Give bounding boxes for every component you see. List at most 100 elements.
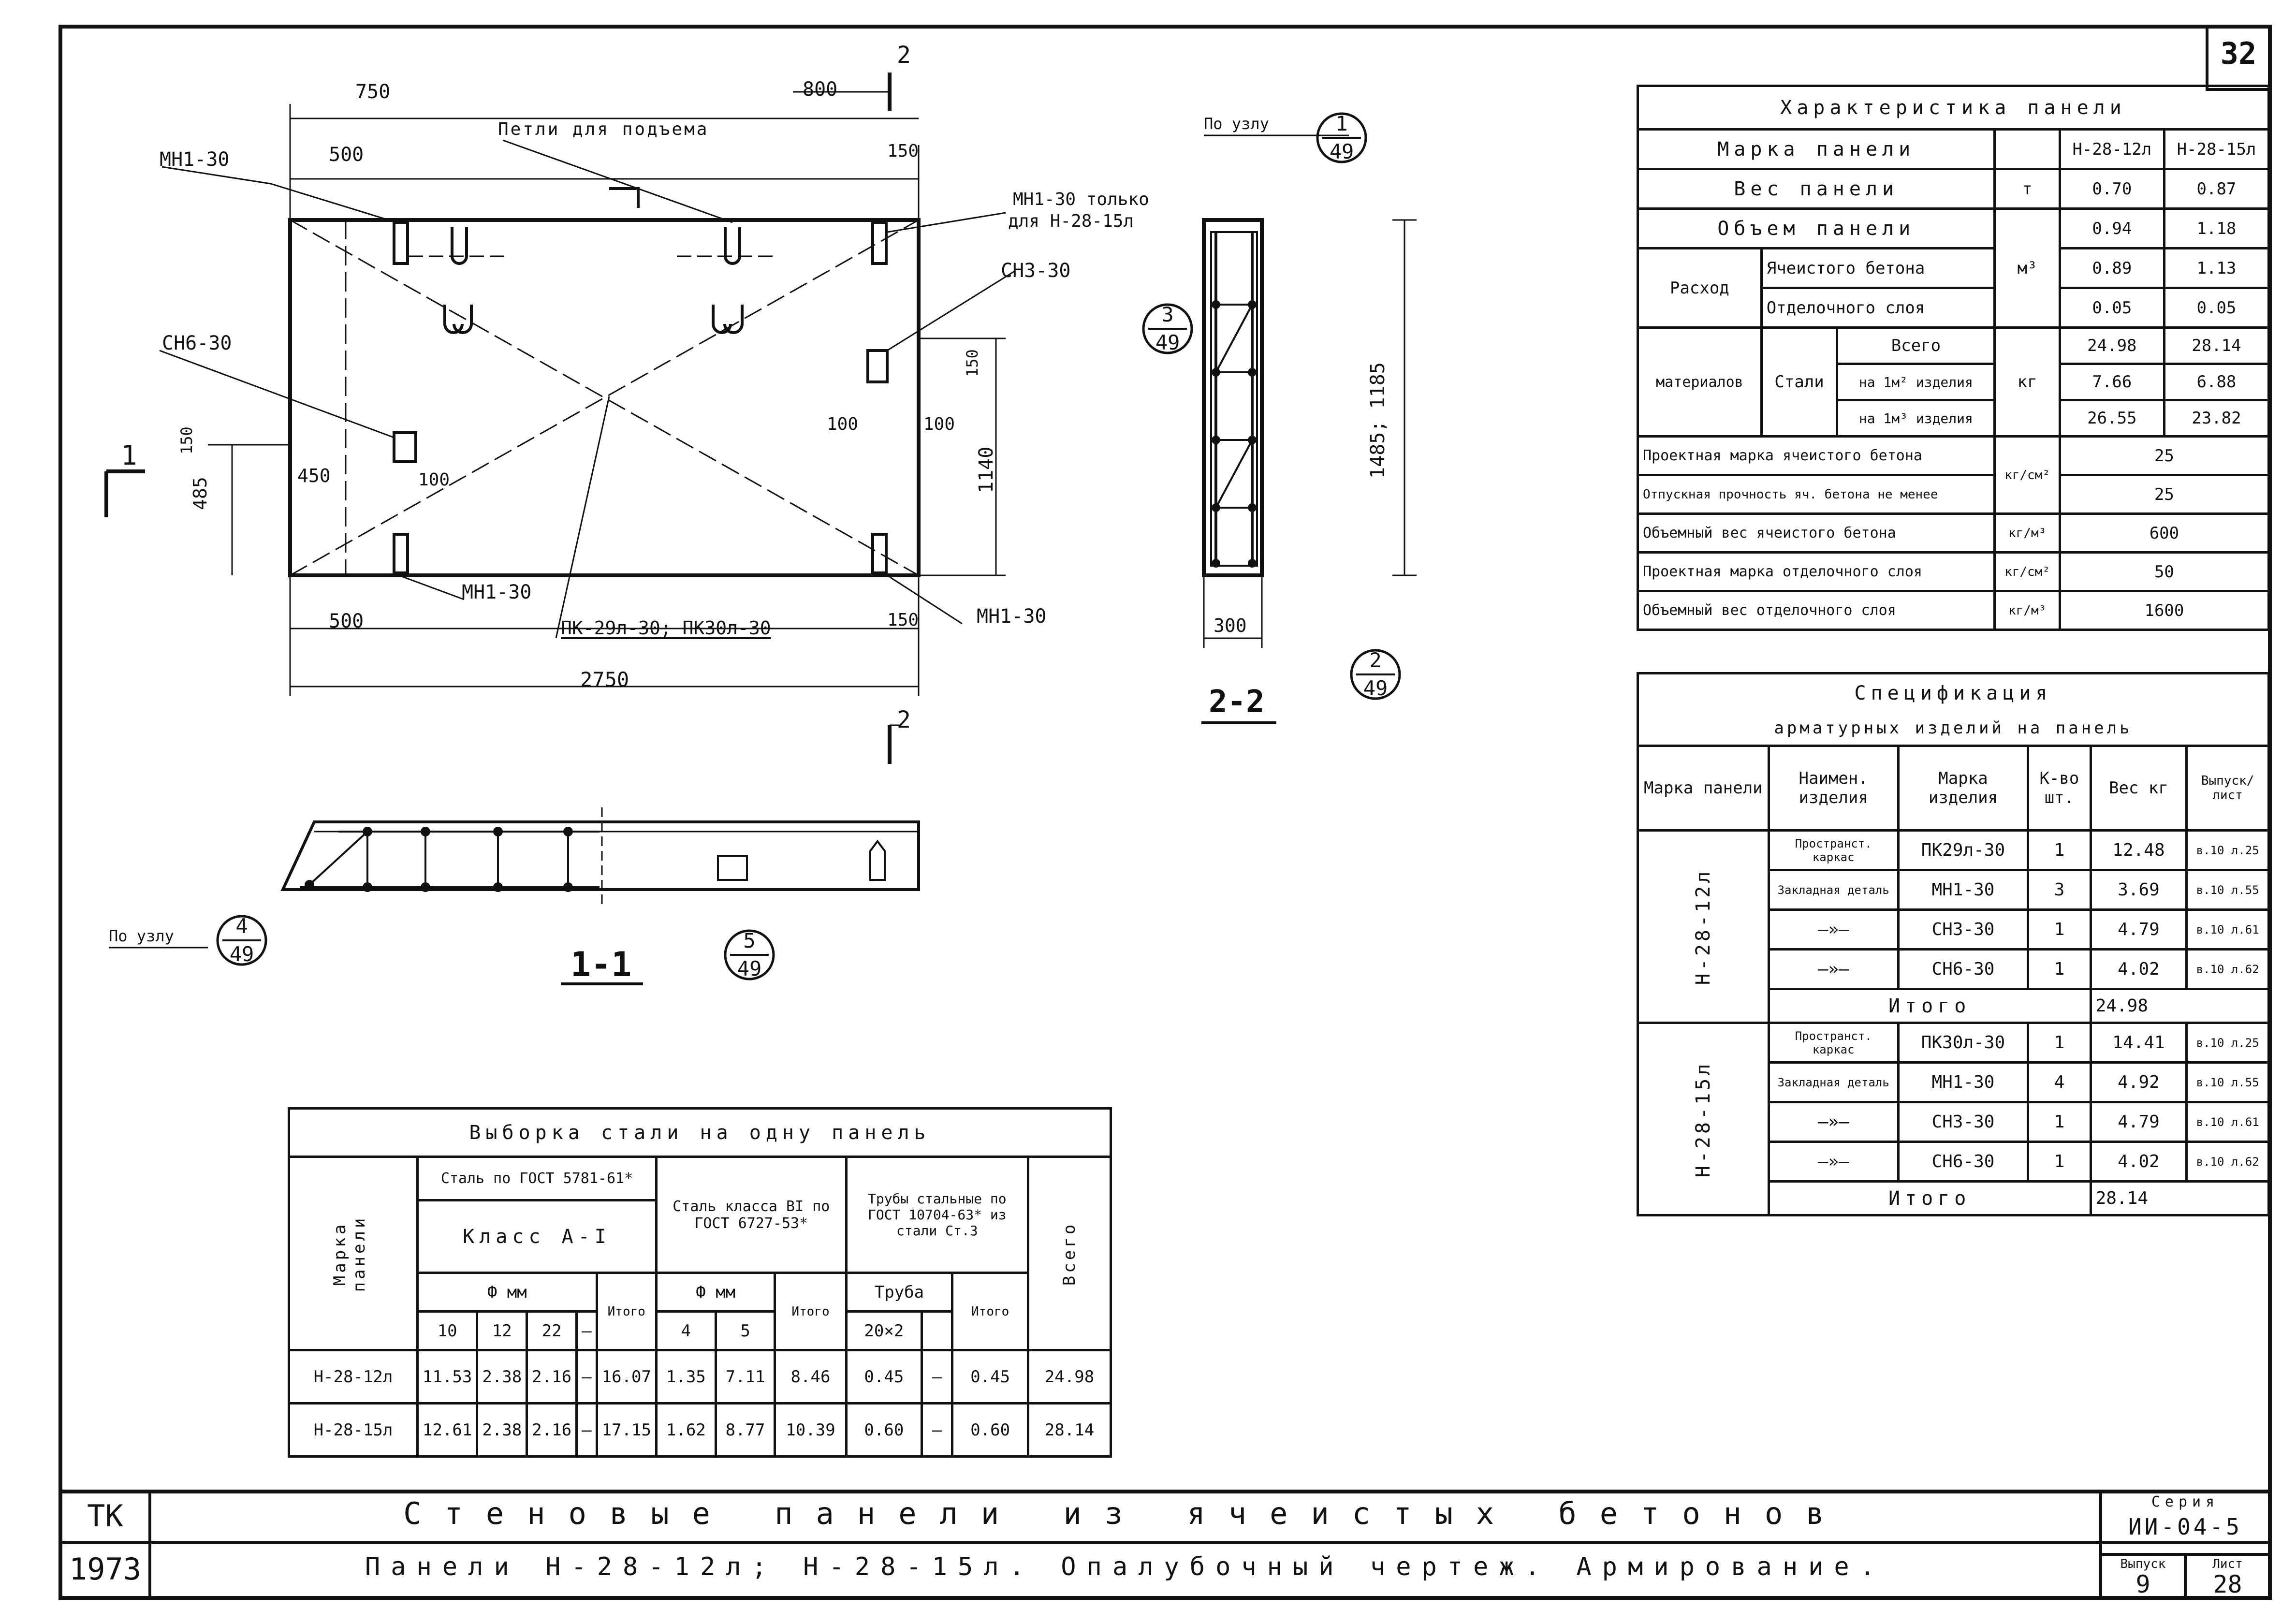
steel-header: Ф мм <box>655 1272 776 1313</box>
spec-total: 28.14 <box>2089 1180 2270 1216</box>
char-value: 24.98 <box>2058 326 2165 365</box>
steel-cell: 8.46 <box>774 1349 848 1405</box>
steel-subheader: 22 <box>526 1310 578 1351</box>
spec-mark: СН3-30 <box>1897 1101 2030 1143</box>
spec-total-label: Итого <box>1767 1180 2092 1216</box>
spec-mark: СН6-30 <box>1897 1141 2030 1183</box>
spec-weight: 4.92 <box>2089 1061 2188 1103</box>
node-ref-49-c: 49 <box>1363 676 1388 700</box>
char-value: 6.88 <box>2163 363 2270 401</box>
label-sn3-30: СН3-30 <box>1001 260 1071 282</box>
char-row-label: Отделочного слоя <box>1760 287 1996 329</box>
steel-cell: 2.38 <box>476 1349 528 1405</box>
steel-header: Сталь по ГОСТ 5781-61* <box>416 1156 658 1201</box>
spec-qty: 1 <box>2027 1101 2092 1143</box>
org-label: ТК <box>87 1498 123 1534</box>
spec-header: К-во шт. <box>2027 745 2092 832</box>
steel-subheader: 10 <box>416 1310 479 1351</box>
label-sn6-30: СН6-30 <box>162 332 232 354</box>
steel-cell: 11.53 <box>416 1349 479 1405</box>
spec-ref: в.10 л.62 <box>2185 1141 2270 1183</box>
steel-title: Выборка стали на одну панель <box>288 1107 1112 1158</box>
dim-150-vertical: 150 <box>177 426 196 454</box>
section-2-2-label: 2-2 <box>1209 684 1265 720</box>
node-ref-49-e: 49 <box>737 957 762 980</box>
steel-row-mark: Н-28-12л <box>288 1349 419 1405</box>
dim-1140: 1140 <box>975 446 997 493</box>
dim-150-top: 150 <box>887 141 919 161</box>
spec-name: —»— <box>1767 1141 1900 1183</box>
series-label: Серия <box>2151 1493 2220 1510</box>
label-mn1-30-only-line2: для Н-28-15л <box>1008 211 1134 231</box>
section-mark-1: 1 <box>121 440 137 471</box>
char-group-label: материалов <box>1637 326 1763 438</box>
spec-total: 24.98 <box>2089 988 2270 1024</box>
dim-150-vertical-right: 150 <box>963 349 981 377</box>
label-lifting-loops: Петли для подъема <box>498 119 709 139</box>
steel-cell: 0.45 <box>845 1349 923 1405</box>
dim-500-bottom: 500 <box>329 610 364 632</box>
spec-panel-mark: Н-28-12л <box>1637 829 1770 1024</box>
steel-cell: 8.77 <box>714 1402 776 1458</box>
char-value: 28.14 <box>2163 326 2270 365</box>
spec-weight: 4.79 <box>2089 908 2188 951</box>
spec-weight: 3.69 <box>2089 869 2188 911</box>
char-row-label: Марка панели <box>1636 128 1996 170</box>
dim-300: 300 <box>1214 615 1247 636</box>
char-value: Н-28-15л <box>2163 128 2270 170</box>
dim-500-top: 500 <box>329 144 364 166</box>
section-2-2-outline <box>1202 218 1264 577</box>
sheet-value: 28 <box>2213 1570 2242 1598</box>
spec-panel-mark: Н-28-15л <box>1637 1022 1770 1216</box>
steel-cell: 1.35 <box>655 1349 717 1405</box>
spec-total-label: Итого <box>1767 988 2092 1024</box>
outer-frame <box>58 25 2272 1600</box>
dim-750: 750 <box>355 81 391 103</box>
dim-450: 450 <box>297 465 331 486</box>
steel-header: Трубы стальные по ГОСТ 10704-63* из стал… <box>845 1156 1030 1274</box>
spec-title-2: арматурных изделий на панель <box>1637 712 2270 747</box>
spec-panel-mark-text: Н-28-15л <box>1692 1061 1714 1177</box>
series-value: ИИ-04-5 <box>2128 1514 2242 1540</box>
spec-name: —»— <box>1767 908 1900 951</box>
spec-panel-mark-text: Н-28-12л <box>1692 868 1714 985</box>
label-per-node-1: По узлу <box>1204 115 1269 133</box>
steel-cell: 7.11 <box>714 1349 776 1405</box>
steel-subheader: 20×2 <box>845 1310 923 1351</box>
steel-header-total-text: Всего <box>1060 1221 1079 1286</box>
char-row-label: Ячеистого бетона <box>1760 247 1996 289</box>
steel-cell: 0.60 <box>951 1402 1029 1458</box>
steel-cell: 1.62 <box>655 1402 717 1458</box>
dim-100-right-2: 100 <box>923 414 955 434</box>
issue-value: 9 <box>2135 1570 2150 1598</box>
char-prop-unit: кг/см² <box>1993 551 2061 592</box>
char-value: 0.94 <box>2058 207 2165 249</box>
label-per-node-4: По узлу <box>109 927 174 945</box>
spec-name: —»— <box>1767 948 1900 990</box>
dim-2750: 2750 <box>580 668 629 691</box>
spec-qty: 1 <box>2027 829 2092 871</box>
page-number: 32 <box>2220 36 2257 71</box>
char-prop-label: Объемный вес ячеистого бетона <box>1636 512 1996 554</box>
specification-table: Спецификация арматурных изделий на панел… <box>1637 672 2270 1216</box>
steel-header: Итого <box>595 1272 658 1351</box>
year-label: 1973 <box>69 1551 142 1587</box>
spec-mark: СН3-30 <box>1897 908 2030 951</box>
steel-cell: 12.61 <box>416 1402 479 1458</box>
steel-cell: — <box>921 1349 954 1405</box>
spec-mark: ПК30л-30 <box>1897 1022 2030 1064</box>
char-value: 0.87 <box>2163 168 2270 210</box>
label-mn1-30-top-left: МН1-30 <box>160 148 230 171</box>
char-row-label: на 1м² изделия <box>1836 363 1996 401</box>
spec-header: Марка изделия <box>1897 745 2030 832</box>
spec-title-1: Спецификация <box>1637 672 2270 712</box>
char-row-unit: т <box>1993 168 2061 210</box>
steel-header-mark-text: Марка панели <box>330 1215 369 1292</box>
char-value: 0.89 <box>2058 247 2165 289</box>
